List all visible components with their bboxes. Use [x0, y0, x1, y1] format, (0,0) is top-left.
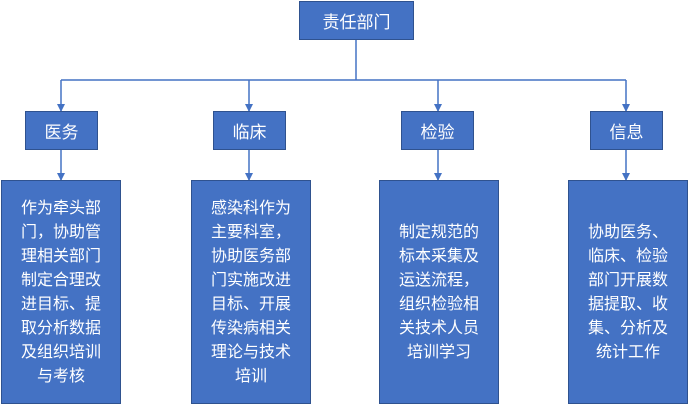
dept-node-laboratory: 检验: [401, 111, 474, 150]
dept-label-information: 信息: [609, 123, 644, 143]
desc-box-laboratory: 制定规范的 标本采集及 运送流程， 组织检验相 关技术人员 培训学习: [379, 180, 499, 404]
desc-text-clinical: 感染科作为 主要科室， 协助医务部 门实施改进 目标、开展 传染病相关 理论与技…: [210, 198, 291, 385]
dept-node-information: 信息: [590, 111, 663, 150]
desc-text-medical: 作为牵头部 门，协助管 理相关部门 制定合理改 进目标、提 取分析数据 及组织培…: [20, 198, 101, 385]
root-node: 责任部门: [299, 1, 414, 40]
desc-text-information: 协助医务、 临床、检验 部门开展数 据提取、收 集、分析及 统计工作: [587, 222, 668, 361]
root-label: 责任部门: [322, 13, 391, 33]
desc-box-medical: 作为牵头部 门，协助管 理相关部门 制定合理改 进目标、提 取分析数据 及组织培…: [1, 180, 121, 404]
dept-node-medical: 医务: [25, 111, 98, 150]
dept-label-laboratory: 检验: [420, 123, 455, 143]
dept-label-medical: 医务: [44, 123, 79, 143]
desc-box-clinical: 感染科作为 主要科室， 协助医务部 门实施改进 目标、开展 传染病相关 理论与技…: [191, 180, 311, 404]
dept-node-clinical: 临床: [213, 111, 286, 150]
dept-label-clinical: 临床: [232, 123, 267, 143]
desc-text-laboratory: 制定规范的 标本采集及 运送流程， 组织检验相 关技术人员 培训学习: [398, 222, 479, 361]
desc-box-information: 协助医务、 临床、检验 部门开展数 据提取、收 集、分析及 统计工作: [568, 180, 688, 404]
